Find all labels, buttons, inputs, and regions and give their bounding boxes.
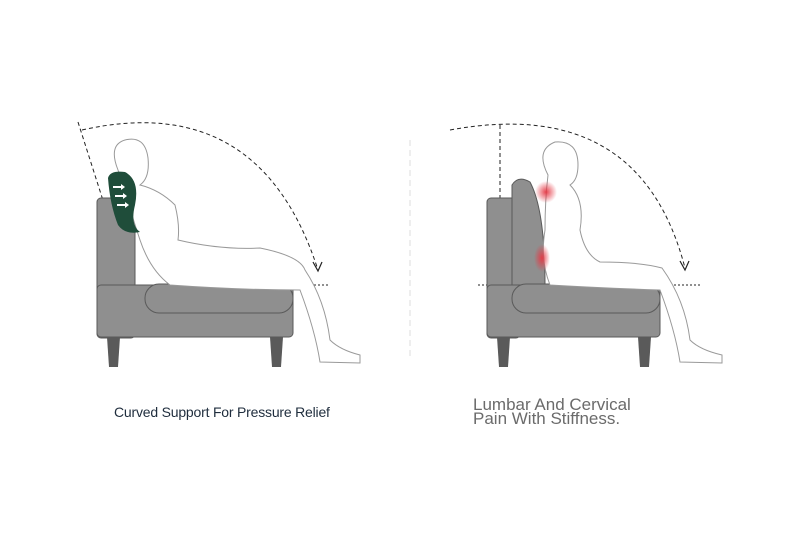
left-panel <box>77 121 361 367</box>
left-caption: Curved Support For Pressure Relief <box>114 404 330 420</box>
chair <box>96 197 294 367</box>
seated-figure <box>542 141 723 364</box>
right-caption-line-1: Lumbar And Cervical <box>473 395 631 414</box>
arrow-head-icon <box>679 260 690 272</box>
chair <box>486 178 661 367</box>
neck-pain-spot <box>535 181 557 203</box>
upright-angle-arc <box>449 123 686 269</box>
right-caption-line-2: Pain With Stiffness. <box>473 409 621 428</box>
right-panel <box>449 123 723 367</box>
pressure-arrows-icon <box>113 184 129 208</box>
right-caption: Lumbar And Cervical Pain With Stiffness. <box>473 395 631 428</box>
seated-figure <box>113 138 361 364</box>
recline-angle-arc <box>81 122 319 271</box>
lumbar-pain-spot <box>534 244 550 272</box>
arrow-head-icon <box>312 261 323 273</box>
